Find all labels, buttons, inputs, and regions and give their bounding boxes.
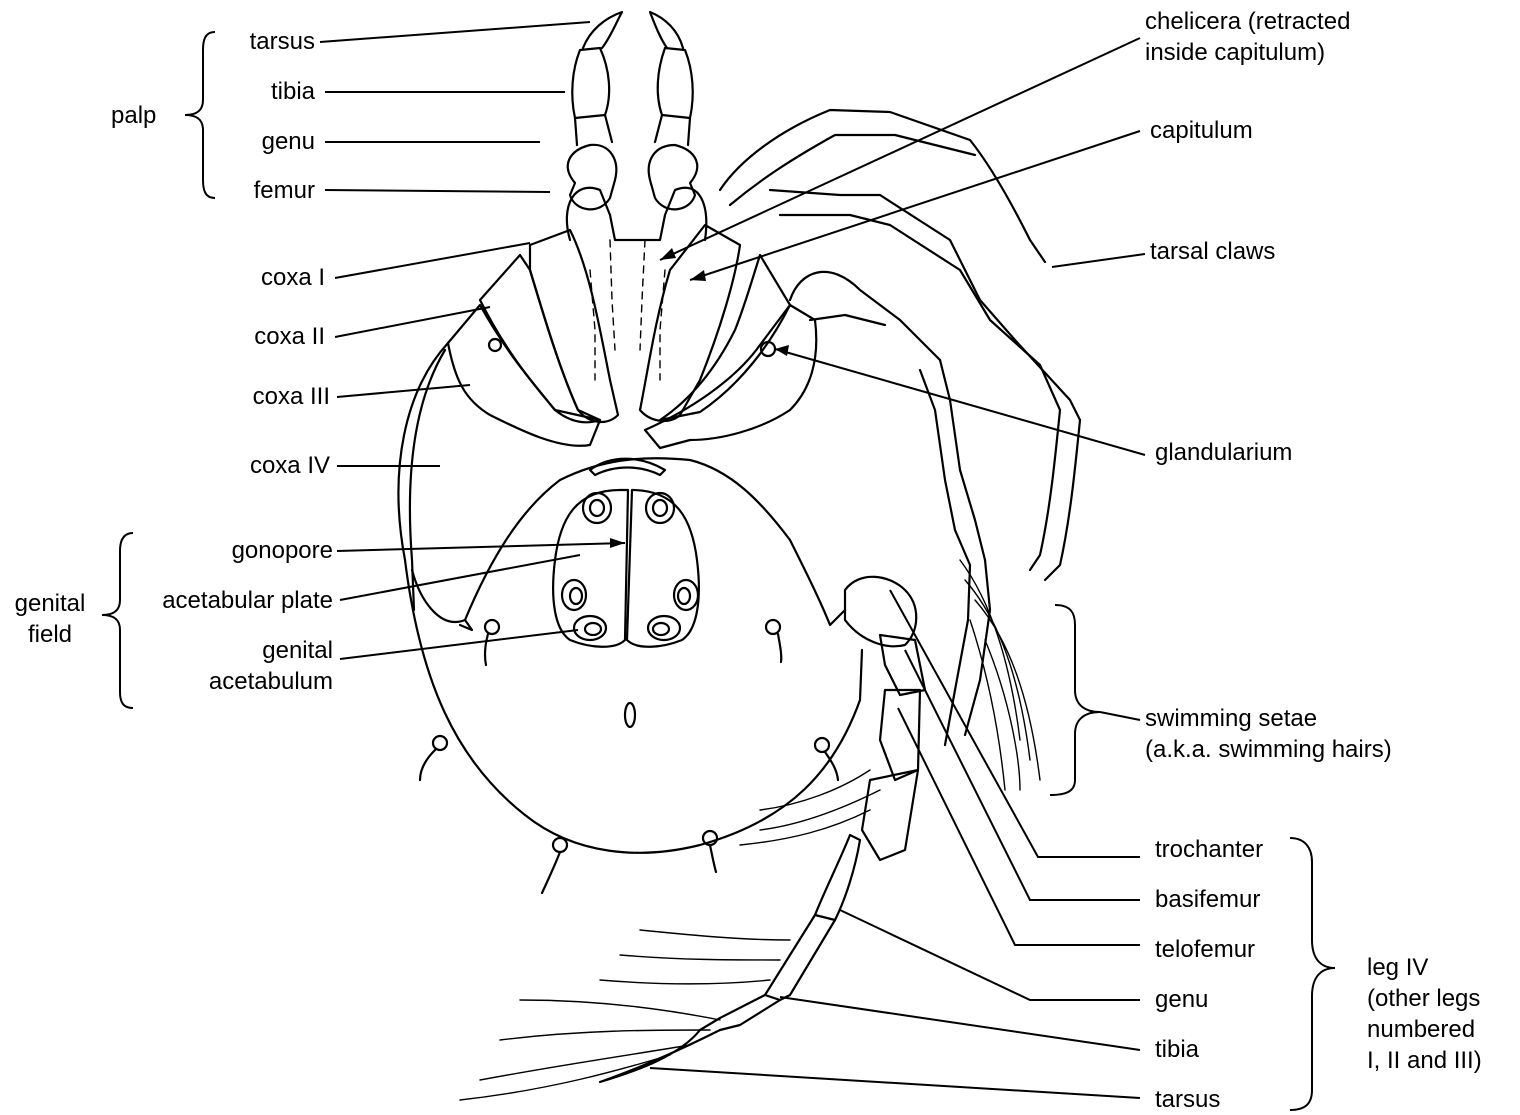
leg-iv-brace — [1290, 838, 1335, 1110]
label-coxa-2: coxa II — [160, 321, 325, 352]
leader-tarsal-claws — [1052, 254, 1145, 267]
leader-lines — [320, 22, 1145, 1098]
label-palp-femur: femur — [150, 175, 315, 206]
label-leg-tibia: tibia — [1155, 1034, 1199, 1065]
label-palp-tarsus: tarsus — [150, 26, 315, 57]
leader-acetabular-plate — [340, 555, 580, 600]
palp-right-femur — [649, 145, 697, 209]
label-genital-acetabulum: genital acetabulum — [150, 635, 333, 697]
label-coxa-3: coxa III — [160, 381, 330, 412]
genital-acetabulum-1 — [583, 493, 611, 523]
genital-arch — [590, 459, 665, 475]
leader-leg-tibia — [780, 997, 1140, 1050]
label-acetabular-plate: acetabular plate — [120, 585, 333, 616]
leg-4-telofemur — [880, 690, 920, 780]
glandularium-5 — [433, 736, 447, 750]
label-palp-genu: genu — [150, 126, 315, 157]
label-chelicera: chelicera (retracted inside capitulum) — [1145, 6, 1350, 68]
label-telofemur: telofemur — [1155, 934, 1255, 965]
leader-gonopore — [337, 543, 625, 551]
leader-capitulum — [690, 131, 1140, 280]
swimming-setae-brace — [1050, 605, 1100, 795]
coxa-1-left — [530, 230, 618, 422]
glandularium-1 — [489, 339, 501, 351]
label-glandularium: glandularium — [1155, 437, 1292, 468]
leader-basifemur — [905, 650, 1140, 900]
leader-swimming-setae — [1100, 712, 1140, 720]
glandularium-6 — [815, 738, 829, 752]
palp-right-tarsus — [650, 12, 683, 48]
leg-4-basifemur — [880, 635, 925, 695]
leader-chelicera — [660, 38, 1140, 260]
label-coxa-4: coxa IV — [160, 450, 330, 481]
label-palp-tibia: tibia — [150, 76, 315, 107]
label-leg-genu: genu — [1155, 984, 1208, 1015]
label-leg-iv: leg IV (other legs numbered I, II and II… — [1367, 952, 1482, 1076]
label-swimming-setae: swimming setae (a.k.a. swimming hairs) — [1145, 703, 1392, 765]
label-basifemur: basifemur — [1155, 884, 1260, 915]
leader-trochanter — [890, 590, 1140, 857]
coxa-3-left — [448, 305, 600, 446]
leader-telofemur — [898, 708, 1140, 945]
genital-acetabulum-2 — [646, 493, 674, 523]
label-gonopore: gonopore — [150, 535, 333, 566]
leg-4-tibia-lower — [765, 915, 835, 1000]
leader-coxa-1 — [335, 243, 530, 278]
glandularium-3 — [485, 620, 499, 634]
label-tarsal-claws: tarsal claws — [1150, 236, 1275, 267]
palp-left-tarsus — [583, 12, 622, 48]
label-genital-field: genital field — [0, 588, 100, 650]
leader-glandularium — [775, 349, 1145, 455]
excretory-pore — [625, 703, 635, 727]
label-trochanter: trochanter — [1155, 834, 1263, 865]
coxa-3-right — [645, 305, 816, 448]
label-leg-tarsus: tarsus — [1155, 1084, 1220, 1115]
label-coxa-1: coxa I — [160, 262, 325, 293]
leader-palp-tarsus — [320, 22, 590, 42]
palp-left-genu — [575, 115, 612, 145]
idiosoma-outline — [398, 343, 862, 853]
leg-4-tibia — [815, 835, 860, 920]
capitulum-outline — [567, 188, 706, 240]
label-capitulum: capitulum — [1150, 115, 1253, 146]
glandularium-7 — [553, 838, 567, 852]
leader-coxa-3 — [337, 385, 470, 397]
leg-4-genu — [862, 770, 918, 860]
coxa-2-right — [660, 255, 790, 420]
glandularium-4 — [766, 620, 780, 634]
arrowheads — [610, 248, 789, 548]
palp-right-genu — [655, 115, 690, 145]
leader-genital-acetabulum — [340, 630, 578, 659]
leader-leg-tarsus — [650, 1068, 1140, 1098]
palp-left-tibia — [572, 48, 609, 118]
palp-left-femur — [568, 145, 616, 210]
genital-field-brace — [102, 533, 133, 708]
leader-palp-femur — [325, 190, 550, 192]
leg-1-segments — [720, 110, 1045, 262]
leg-4-tarsus — [720, 1000, 780, 1030]
palp-right-tibia — [658, 48, 693, 118]
leader-leg-genu — [840, 910, 1140, 1000]
